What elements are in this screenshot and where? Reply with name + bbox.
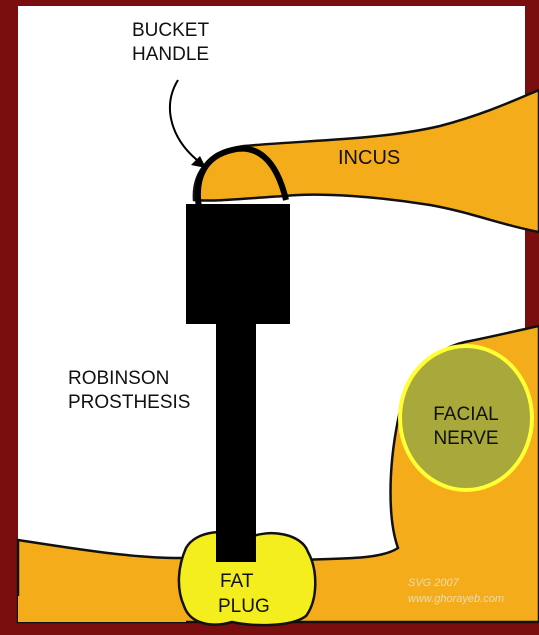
label-incus: INCUS <box>338 147 400 169</box>
label-robinson-line1: ROBINSON <box>68 368 169 389</box>
label-fat-line1: FAT <box>220 571 254 592</box>
label-fat-line2: PLUG <box>218 596 270 617</box>
prosthesis-shaft <box>216 310 256 562</box>
prosthesis-cup <box>186 204 290 324</box>
label-facial-line1: FACIAL <box>433 404 498 425</box>
label-robinson-line2: PROSTHESIS <box>68 392 190 413</box>
label-facial-line2: NERVE <box>433 428 498 449</box>
footplate-gap <box>18 596 186 622</box>
label-bucket-handle-line2: HANDLE <box>132 44 209 65</box>
watermark-line2: www.ghorayeb.com <box>408 593 504 605</box>
label-bucket-handle-line1: BUCKET <box>132 20 209 41</box>
watermark-line1: SVG 2007 <box>408 577 460 589</box>
